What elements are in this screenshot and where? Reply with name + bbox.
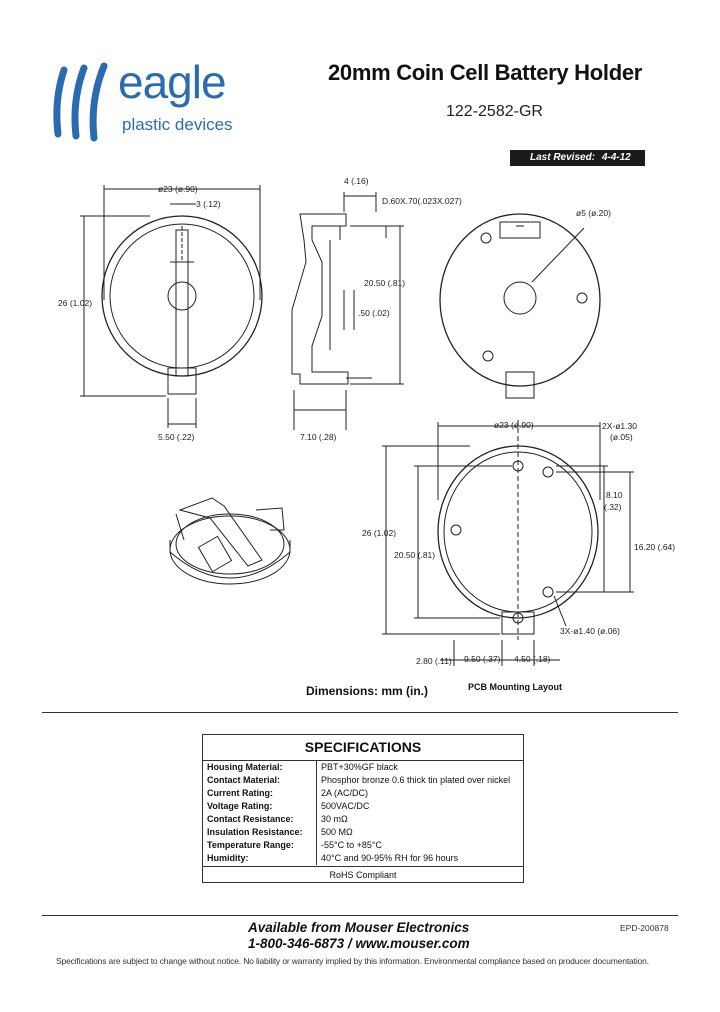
- spec-value: 500VAC/DC: [321, 801, 370, 811]
- pcb-3x-holes-label: 3X-ø1.40 (ø.06): [560, 626, 620, 636]
- spec-value: 2A (AC/DC): [321, 788, 369, 798]
- spec-label: Contact Material:: [207, 775, 281, 785]
- revision-date: 4-4-12: [601, 152, 631, 163]
- logo-subtitle: plastic devices: [122, 115, 233, 134]
- spec-row: Contact Material: Phosphor bronze 0.6 thi…: [203, 774, 523, 787]
- footer-divider: [42, 915, 678, 916]
- document-id: EPD-200878: [620, 923, 669, 933]
- logo-stripes-icon: [53, 62, 108, 142]
- spec-label: Humidity:: [207, 853, 249, 863]
- technical-drawing: [80, 185, 634, 666]
- rear-view-drawing: [439, 213, 601, 399]
- specifications-title: SPECIFICATIONS: [203, 735, 523, 761]
- spec-row: Insulation Resistance: 500 MΩ: [203, 826, 523, 839]
- spec-value: 40°C and 90-95% RH for 96 hours: [321, 853, 459, 863]
- spec-label: Temperature Range:: [207, 840, 294, 850]
- spec-value: PBT+30%GF black: [321, 762, 398, 772]
- side-top-width-label: 4 (.16): [344, 176, 369, 186]
- spec-row: Humidity: 40°C and 90-95% RH for 96 hours: [203, 852, 523, 865]
- pcb-height-label: 26 (1.02): [362, 528, 397, 538]
- spec-label: Voltage Rating:: [207, 801, 273, 811]
- part-number: 122-2582-GR: [446, 103, 543, 120]
- logo-wordmark: eagle: [118, 56, 227, 108]
- revision-label: Last Revised:: [530, 152, 596, 163]
- spec-value: 30 mΩ: [321, 814, 348, 824]
- spec-row: Voltage Rating: 500VAC/DC: [203, 800, 523, 813]
- section-divider: [42, 712, 678, 713]
- pcb-inner-height-label: 20.50 (.81): [394, 550, 436, 560]
- spec-row: Current Rating: 2A (AC/DC): [203, 787, 523, 800]
- side-view-drawing: [291, 192, 404, 430]
- front-tab-offset-label: 3 (.12): [196, 199, 221, 209]
- front-height-label: 26 (1.02): [58, 298, 93, 308]
- spec-value: -55°C to +85°C: [321, 840, 382, 850]
- rear-hole-label: ø5 (ø.20): [576, 208, 611, 218]
- spec-row: Contact Resistance: 30 mΩ: [203, 813, 523, 826]
- spec-value: Phosphor bronze 0.6 thick tin plated ove…: [321, 775, 511, 785]
- pcb-offset-a-label: 2.80 (.11): [416, 656, 452, 666]
- pcb-layout-drawing: [382, 420, 634, 666]
- pcb-spacing-b-label: 16.20 (.64): [634, 542, 676, 552]
- spec-label: Current Rating:: [207, 788, 273, 798]
- spec-label: Housing Material:: [207, 762, 283, 772]
- spec-value: 500 MΩ: [321, 827, 353, 837]
- disclaimer-text: Specifications are subject to change wit…: [56, 956, 649, 966]
- availability-text: Available from Mouser Electronics: [248, 920, 470, 935]
- pcb-diameter-label: ø23 (ø.90): [494, 420, 534, 430]
- revision-bar: Last Revised: 4-4-12: [510, 150, 645, 166]
- spec-label: Insulation Resistance:: [207, 827, 303, 837]
- specifications-table: SPECIFICATIONS Housing Material: PBT+30%G…: [202, 734, 524, 883]
- front-tab-width-label: 5.50 (.22): [158, 432, 195, 442]
- spec-row: Temperature Range: -55°C to +85°C: [203, 839, 523, 852]
- pcb-spacing-a-inch-label: (.32): [604, 502, 622, 512]
- side-depth-label: 7.10 (.28): [300, 432, 337, 442]
- rohs-compliance: RoHS Compliant: [203, 866, 523, 883]
- side-pin-size-label: D.60X.70(.023X.027): [382, 196, 462, 206]
- pcb-2x-holes-inch-label: (ø.05): [610, 432, 633, 442]
- side-height-label: 20.50 (.81): [364, 278, 406, 288]
- side-thickness-label: .50 (.02): [358, 308, 390, 318]
- spec-label: Contact Resistance:: [207, 814, 294, 824]
- pcb-caption: PCB Mounting Layout: [468, 682, 562, 692]
- page-title: 20mm Coin Cell Battery Holder: [328, 60, 643, 85]
- spec-column-divider: [316, 761, 317, 865]
- pcb-2x-holes-label: 2X-ø1.30: [602, 421, 637, 431]
- spec-row: Housing Material: PBT+30%GF black: [203, 761, 523, 774]
- pcb-spacing-a-label: 8.10: [606, 490, 623, 500]
- pcb-offset-c-label: 4.50 (.18): [514, 654, 551, 664]
- front-view-drawing: [80, 185, 263, 428]
- isometric-view-drawing: [169, 497, 291, 585]
- dimensions-caption: Dimensions: mm (in.): [306, 684, 429, 698]
- contact-text[interactable]: 1-800-346-6873 / www.mouser.com: [248, 936, 470, 951]
- front-diameter-label: ø23 (ø.90): [158, 184, 198, 194]
- pcb-offset-b-label: 9.50 (.37): [464, 654, 501, 664]
